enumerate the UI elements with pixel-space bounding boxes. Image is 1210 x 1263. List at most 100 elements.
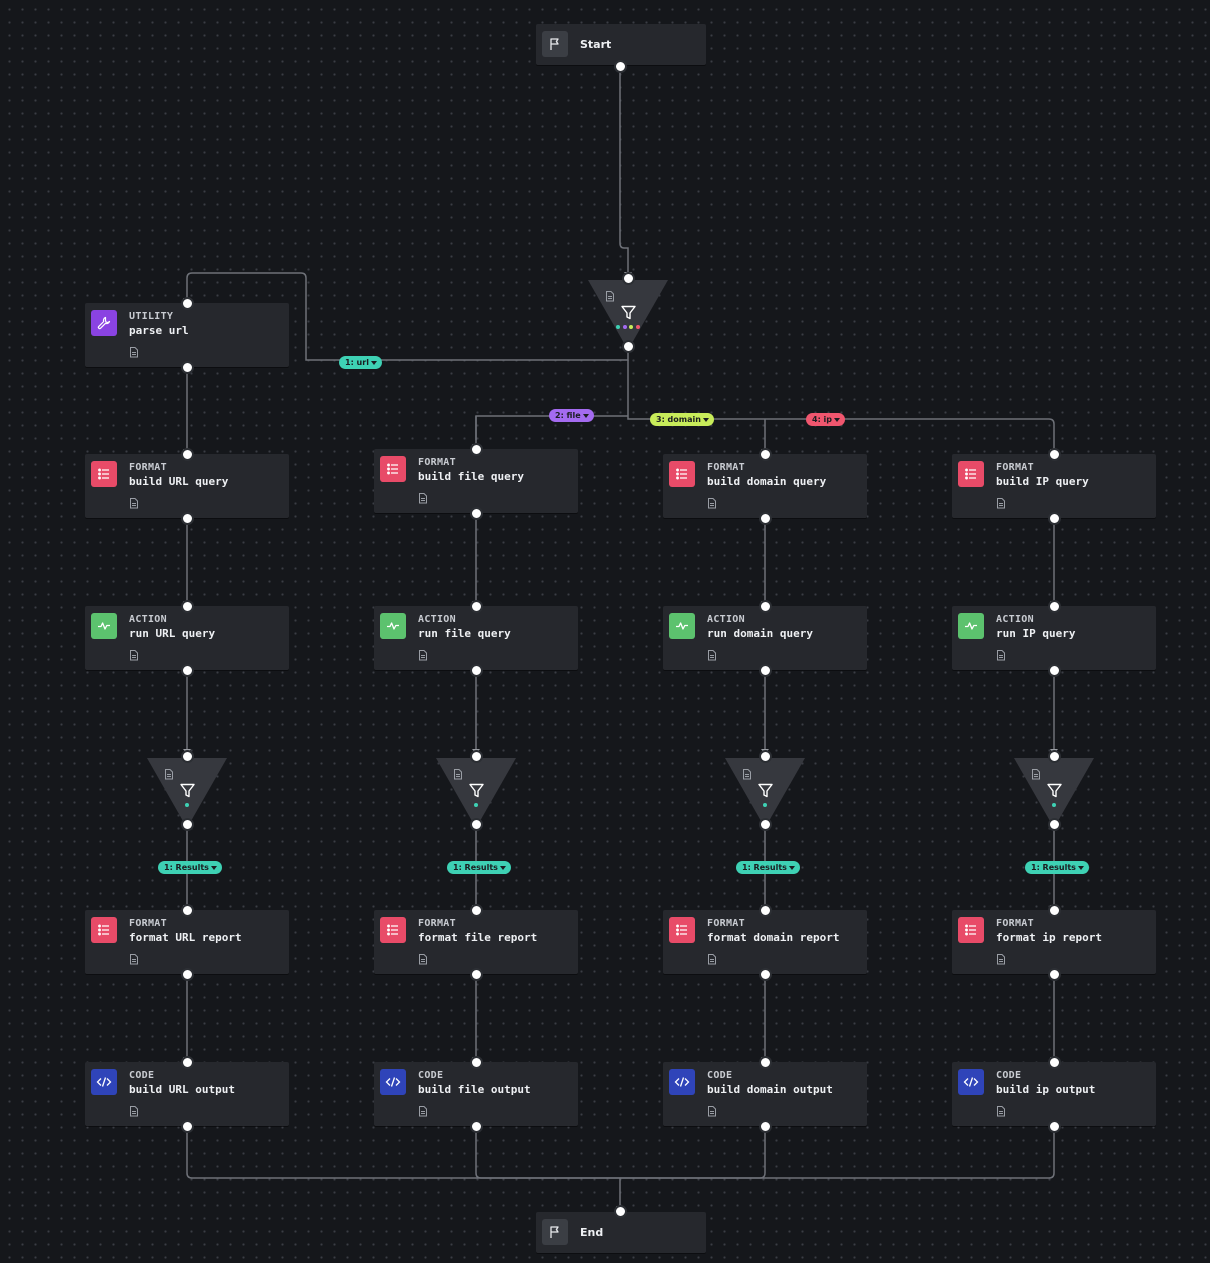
input-port[interactable] xyxy=(180,296,194,310)
input-port[interactable] xyxy=(1047,1055,1061,1069)
output-port[interactable] xyxy=(180,360,194,374)
document-icon[interactable] xyxy=(996,1102,1006,1121)
decision-filter-main[interactable] xyxy=(586,279,670,345)
branch-pill-domain[interactable]: 3: domain xyxy=(650,413,714,426)
output-port[interactable] xyxy=(180,511,194,525)
output-port[interactable] xyxy=(1047,967,1061,981)
document-icon[interactable] xyxy=(707,646,717,665)
input-port[interactable] xyxy=(469,442,483,456)
document-icon[interactable] xyxy=(453,765,463,784)
end-node[interactable]: End xyxy=(536,1212,706,1253)
document-icon[interactable] xyxy=(418,646,428,665)
output-port[interactable] xyxy=(621,339,635,353)
document-icon[interactable] xyxy=(707,1102,717,1121)
start-node[interactable]: Start xyxy=(536,24,706,65)
output-port[interactable] xyxy=(469,817,483,831)
results-pill-domain[interactable]: 1: Results xyxy=(736,861,800,874)
document-icon[interactable] xyxy=(707,494,717,513)
filter-node-file-results[interactable] xyxy=(434,757,518,823)
document-icon[interactable] xyxy=(129,1102,139,1121)
output-port[interactable] xyxy=(180,1119,194,1133)
input-port[interactable] xyxy=(1047,599,1061,613)
input-port[interactable] xyxy=(758,1055,772,1069)
input-port[interactable] xyxy=(180,599,194,613)
input-port[interactable] xyxy=(180,749,194,763)
output-port[interactable] xyxy=(469,1119,483,1133)
input-port[interactable] xyxy=(469,903,483,917)
document-icon[interactable] xyxy=(742,765,752,784)
document-icon[interactable] xyxy=(418,1102,428,1121)
output-port[interactable] xyxy=(758,663,772,677)
input-port[interactable] xyxy=(758,749,772,763)
document-icon[interactable] xyxy=(129,646,139,665)
input-port[interactable] xyxy=(180,1055,194,1069)
output-port[interactable] xyxy=(469,506,483,520)
document-icon[interactable] xyxy=(129,950,139,969)
input-port[interactable] xyxy=(1047,749,1061,763)
output-port[interactable] xyxy=(180,967,194,981)
document-icon[interactable] xyxy=(996,646,1006,665)
output-port[interactable] xyxy=(758,511,772,525)
branch-pill-url[interactable]: 1: url xyxy=(339,356,382,369)
document-icon[interactable] xyxy=(418,950,428,969)
input-port[interactable] xyxy=(758,447,772,461)
results-pill-file[interactable]: 1: Results xyxy=(447,861,511,874)
document-icon[interactable] xyxy=(418,489,428,508)
filter-node-url-results[interactable] xyxy=(145,757,229,823)
document-icon[interactable] xyxy=(129,494,139,513)
input-port[interactable] xyxy=(758,903,772,917)
input-port[interactable] xyxy=(180,903,194,917)
document-icon[interactable] xyxy=(164,765,174,784)
output-port[interactable] xyxy=(758,967,772,981)
output-port[interactable] xyxy=(180,663,194,677)
input-port[interactable] xyxy=(1047,447,1061,461)
filter-node-domain-results[interactable] xyxy=(723,757,807,823)
output-port[interactable] xyxy=(1047,663,1061,677)
document-icon[interactable] xyxy=(129,343,139,362)
output-port[interactable] xyxy=(758,1119,772,1133)
input-port[interactable] xyxy=(469,599,483,613)
output-port[interactable] xyxy=(613,59,627,73)
output-port[interactable] xyxy=(758,817,772,831)
branch-pill-ip[interactable]: 4: ip xyxy=(806,413,846,426)
branch-pill-file[interactable]: 2: file xyxy=(549,409,594,422)
input-port[interactable] xyxy=(758,599,772,613)
output-port[interactable] xyxy=(1047,817,1061,831)
input-port[interactable] xyxy=(1047,903,1061,917)
output-port[interactable] xyxy=(469,663,483,677)
output-port[interactable] xyxy=(1047,1119,1061,1133)
document-icon[interactable] xyxy=(707,950,717,969)
output-port[interactable] xyxy=(1047,511,1061,525)
document-icon[interactable] xyxy=(996,950,1006,969)
output-port[interactable] xyxy=(180,817,194,831)
output-port[interactable] xyxy=(469,967,483,981)
document-icon[interactable] xyxy=(1031,765,1041,784)
input-port[interactable] xyxy=(621,271,635,285)
input-port[interactable] xyxy=(180,447,194,461)
document-icon[interactable] xyxy=(605,287,615,306)
results-pill-ip[interactable]: 1: Results xyxy=(1025,861,1089,874)
input-port[interactable] xyxy=(469,1055,483,1069)
input-port[interactable] xyxy=(613,1204,627,1218)
input-port[interactable] xyxy=(469,749,483,763)
filter-node-ip-results[interactable] xyxy=(1012,757,1096,823)
results-pill-url[interactable]: 1: Results xyxy=(158,861,222,874)
document-icon[interactable] xyxy=(996,494,1006,513)
